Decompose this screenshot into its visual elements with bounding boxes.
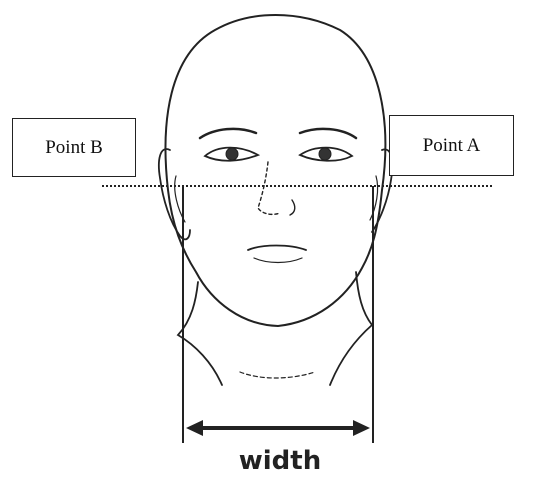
point-a-label: Point A (389, 115, 514, 176)
double-arrow-icon (186, 420, 370, 436)
point-b-label: Point B (12, 118, 136, 177)
head-sketch-icon (159, 15, 392, 385)
width-label: width (180, 447, 380, 475)
